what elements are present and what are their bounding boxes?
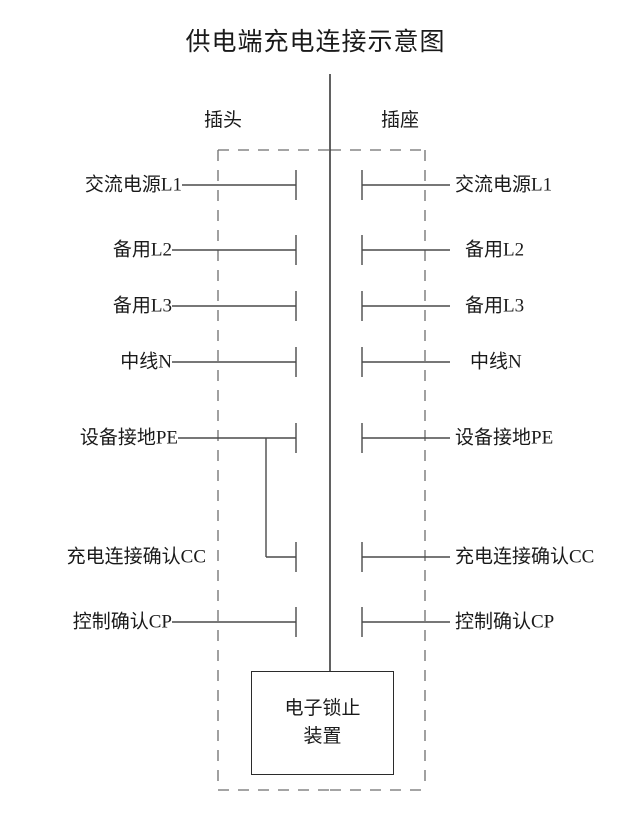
label-left-l1: 交流电源L1 xyxy=(84,174,182,196)
socket-conductors xyxy=(361,170,450,637)
plug-heading: 插头 xyxy=(203,110,242,131)
lock-device-line-2: 装置 xyxy=(303,726,342,747)
plug-conductors xyxy=(172,170,297,637)
label-right-cp: 控制确认CP xyxy=(455,611,555,633)
label-left-l2: 备用L2 xyxy=(112,239,172,261)
label-left-l3: 备用L3 xyxy=(112,295,172,317)
label-right-pe: 设备接地PE xyxy=(455,427,554,449)
socket-heading: 插座 xyxy=(380,110,419,131)
lock-device-line-1: 电子锁止 xyxy=(284,698,361,720)
label-right-cc: 充电连接确认CC xyxy=(455,546,595,568)
label-left-cc: 充电连接确认CC xyxy=(66,546,206,568)
plug-boundary-dashed xyxy=(217,149,330,791)
label-right-l2: 备用L2 xyxy=(465,239,525,261)
socket-boundary-dashed xyxy=(330,149,426,791)
label-left-n: 中线N xyxy=(120,351,172,373)
label-left-pe: 设备接地PE xyxy=(79,427,178,449)
label-right-l1: 交流电源L1 xyxy=(455,174,553,196)
label-right-n: 中线N xyxy=(470,351,522,373)
label-right-l3: 备用L3 xyxy=(465,295,525,317)
page-title: 供电端充电连接示意图 xyxy=(185,29,446,56)
electronic-lock-device-box: 电子锁止 装置 xyxy=(251,671,394,775)
label-left-cp: 控制确认CP xyxy=(72,611,172,633)
